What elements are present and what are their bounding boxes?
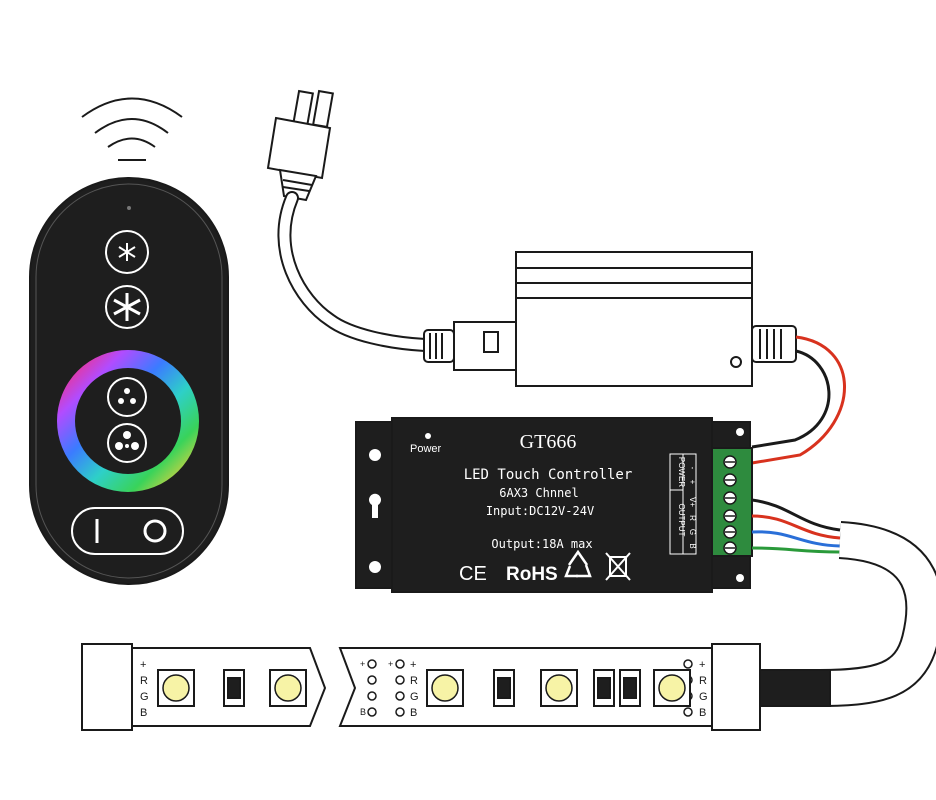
smd-resistors — [223, 669, 641, 707]
wireless-signal-icon — [81, 97, 183, 161]
pin-g-label: G — [699, 691, 708, 703]
remote-led-dot — [127, 206, 131, 210]
svg-text:+: + — [360, 659, 365, 669]
strip-pin-labels-left: + R G B — [140, 659, 149, 719]
strip-pin-labels-right: + R G B — [699, 659, 708, 719]
ce-mark: CE — [459, 563, 487, 585]
model-label: GT666 — [520, 431, 577, 453]
brightness-high-icon — [113, 293, 141, 321]
pin-plus-label: + — [140, 659, 146, 671]
brightness-low-icon — [118, 243, 136, 261]
cable-sleeve — [759, 669, 831, 707]
power-group-label: POWER — [677, 457, 686, 487]
pin-plus-label: + — [699, 659, 705, 671]
pin-b-label: B — [140, 707, 147, 719]
pin-label-minus: - — [688, 467, 697, 470]
power-indicator-led — [425, 433, 431, 439]
remote-control — [29, 97, 229, 585]
strip-connector-clip — [711, 643, 761, 731]
speed-fast-icon — [115, 431, 139, 450]
led-chip — [653, 669, 691, 707]
solder-pads — [367, 659, 693, 717]
svg-text:B: B — [360, 707, 366, 717]
controller-gt666: Power GT666 LED Touch Controller 6AX3 Ch… — [355, 417, 753, 593]
led-chip — [426, 669, 464, 707]
pin-r-label: R — [140, 675, 148, 687]
dc-power-wires — [751, 335, 846, 465]
product-name: LED Touch Controller — [464, 467, 633, 483]
rgb-output-wires — [751, 498, 841, 554]
pin-label-vplus: V+ — [688, 497, 697, 507]
pin-plus-label: + — [410, 659, 416, 671]
pin-g-label: G — [140, 691, 149, 703]
psu-input-strain-relief — [423, 329, 455, 363]
resistor — [493, 669, 515, 707]
smd-leds — [157, 669, 691, 707]
speed-slow-icon — [118, 388, 136, 404]
pin-label-r: R — [688, 515, 697, 521]
psu-latch — [483, 331, 499, 353]
rohs-mark: RoHS — [506, 564, 558, 585]
speed-fast-button[interactable] — [107, 423, 147, 463]
led-chip — [157, 669, 195, 707]
pin-label-b: B — [688, 543, 697, 548]
channel-spec: 6AX3 Chnnel — [499, 486, 578, 500]
controller-body — [391, 417, 713, 593]
pin-b-label: B — [699, 707, 706, 719]
power-label: Power — [410, 443, 442, 455]
input-spec: Input:DC12V-24V — [486, 504, 594, 518]
ac-plug — [266, 89, 335, 202]
pin-g-label: G — [410, 691, 419, 703]
ac-cord — [277, 191, 432, 352]
led-chip — [269, 669, 307, 707]
resistor — [593, 669, 615, 707]
strip-pad-marks: + B + — [360, 659, 393, 717]
power-supply — [423, 251, 797, 387]
led-chip — [540, 669, 578, 707]
crossed-bin-icon — [605, 552, 631, 581]
terminal-label-block: OUTPUT POWER B G R V+ + - — [669, 453, 697, 555]
keyhole-slot — [369, 493, 381, 518]
remote-body — [29, 177, 229, 585]
rgb-color-wheel[interactable] — [57, 350, 199, 492]
output-spec: Output:18A max — [491, 537, 592, 551]
speed-slow-button[interactable] — [107, 377, 147, 417]
strip-end-cap — [81, 643, 133, 731]
brightness-high-button[interactable] — [105, 285, 149, 329]
psu-indicator-hole — [730, 356, 742, 368]
brightness-low-button[interactable] — [105, 230, 149, 274]
terminal-screws — [723, 455, 737, 555]
resistor — [619, 669, 641, 707]
pin-r-label: R — [699, 675, 707, 687]
pin-label-plus: + — [688, 480, 697, 485]
pin-label-g: G — [688, 529, 697, 535]
recycle-icon — [564, 549, 592, 578]
strip-pin-labels-mid: + R G B — [410, 659, 419, 719]
power-toggle-icon — [95, 519, 167, 543]
pin-b-label: B — [410, 707, 417, 719]
power-toggle-button[interactable] — [71, 507, 184, 555]
pin-r-label: R — [410, 675, 418, 687]
svg-text:+: + — [388, 659, 393, 669]
output-group-label: OUTPUT — [677, 504, 686, 537]
resistor — [223, 669, 245, 707]
